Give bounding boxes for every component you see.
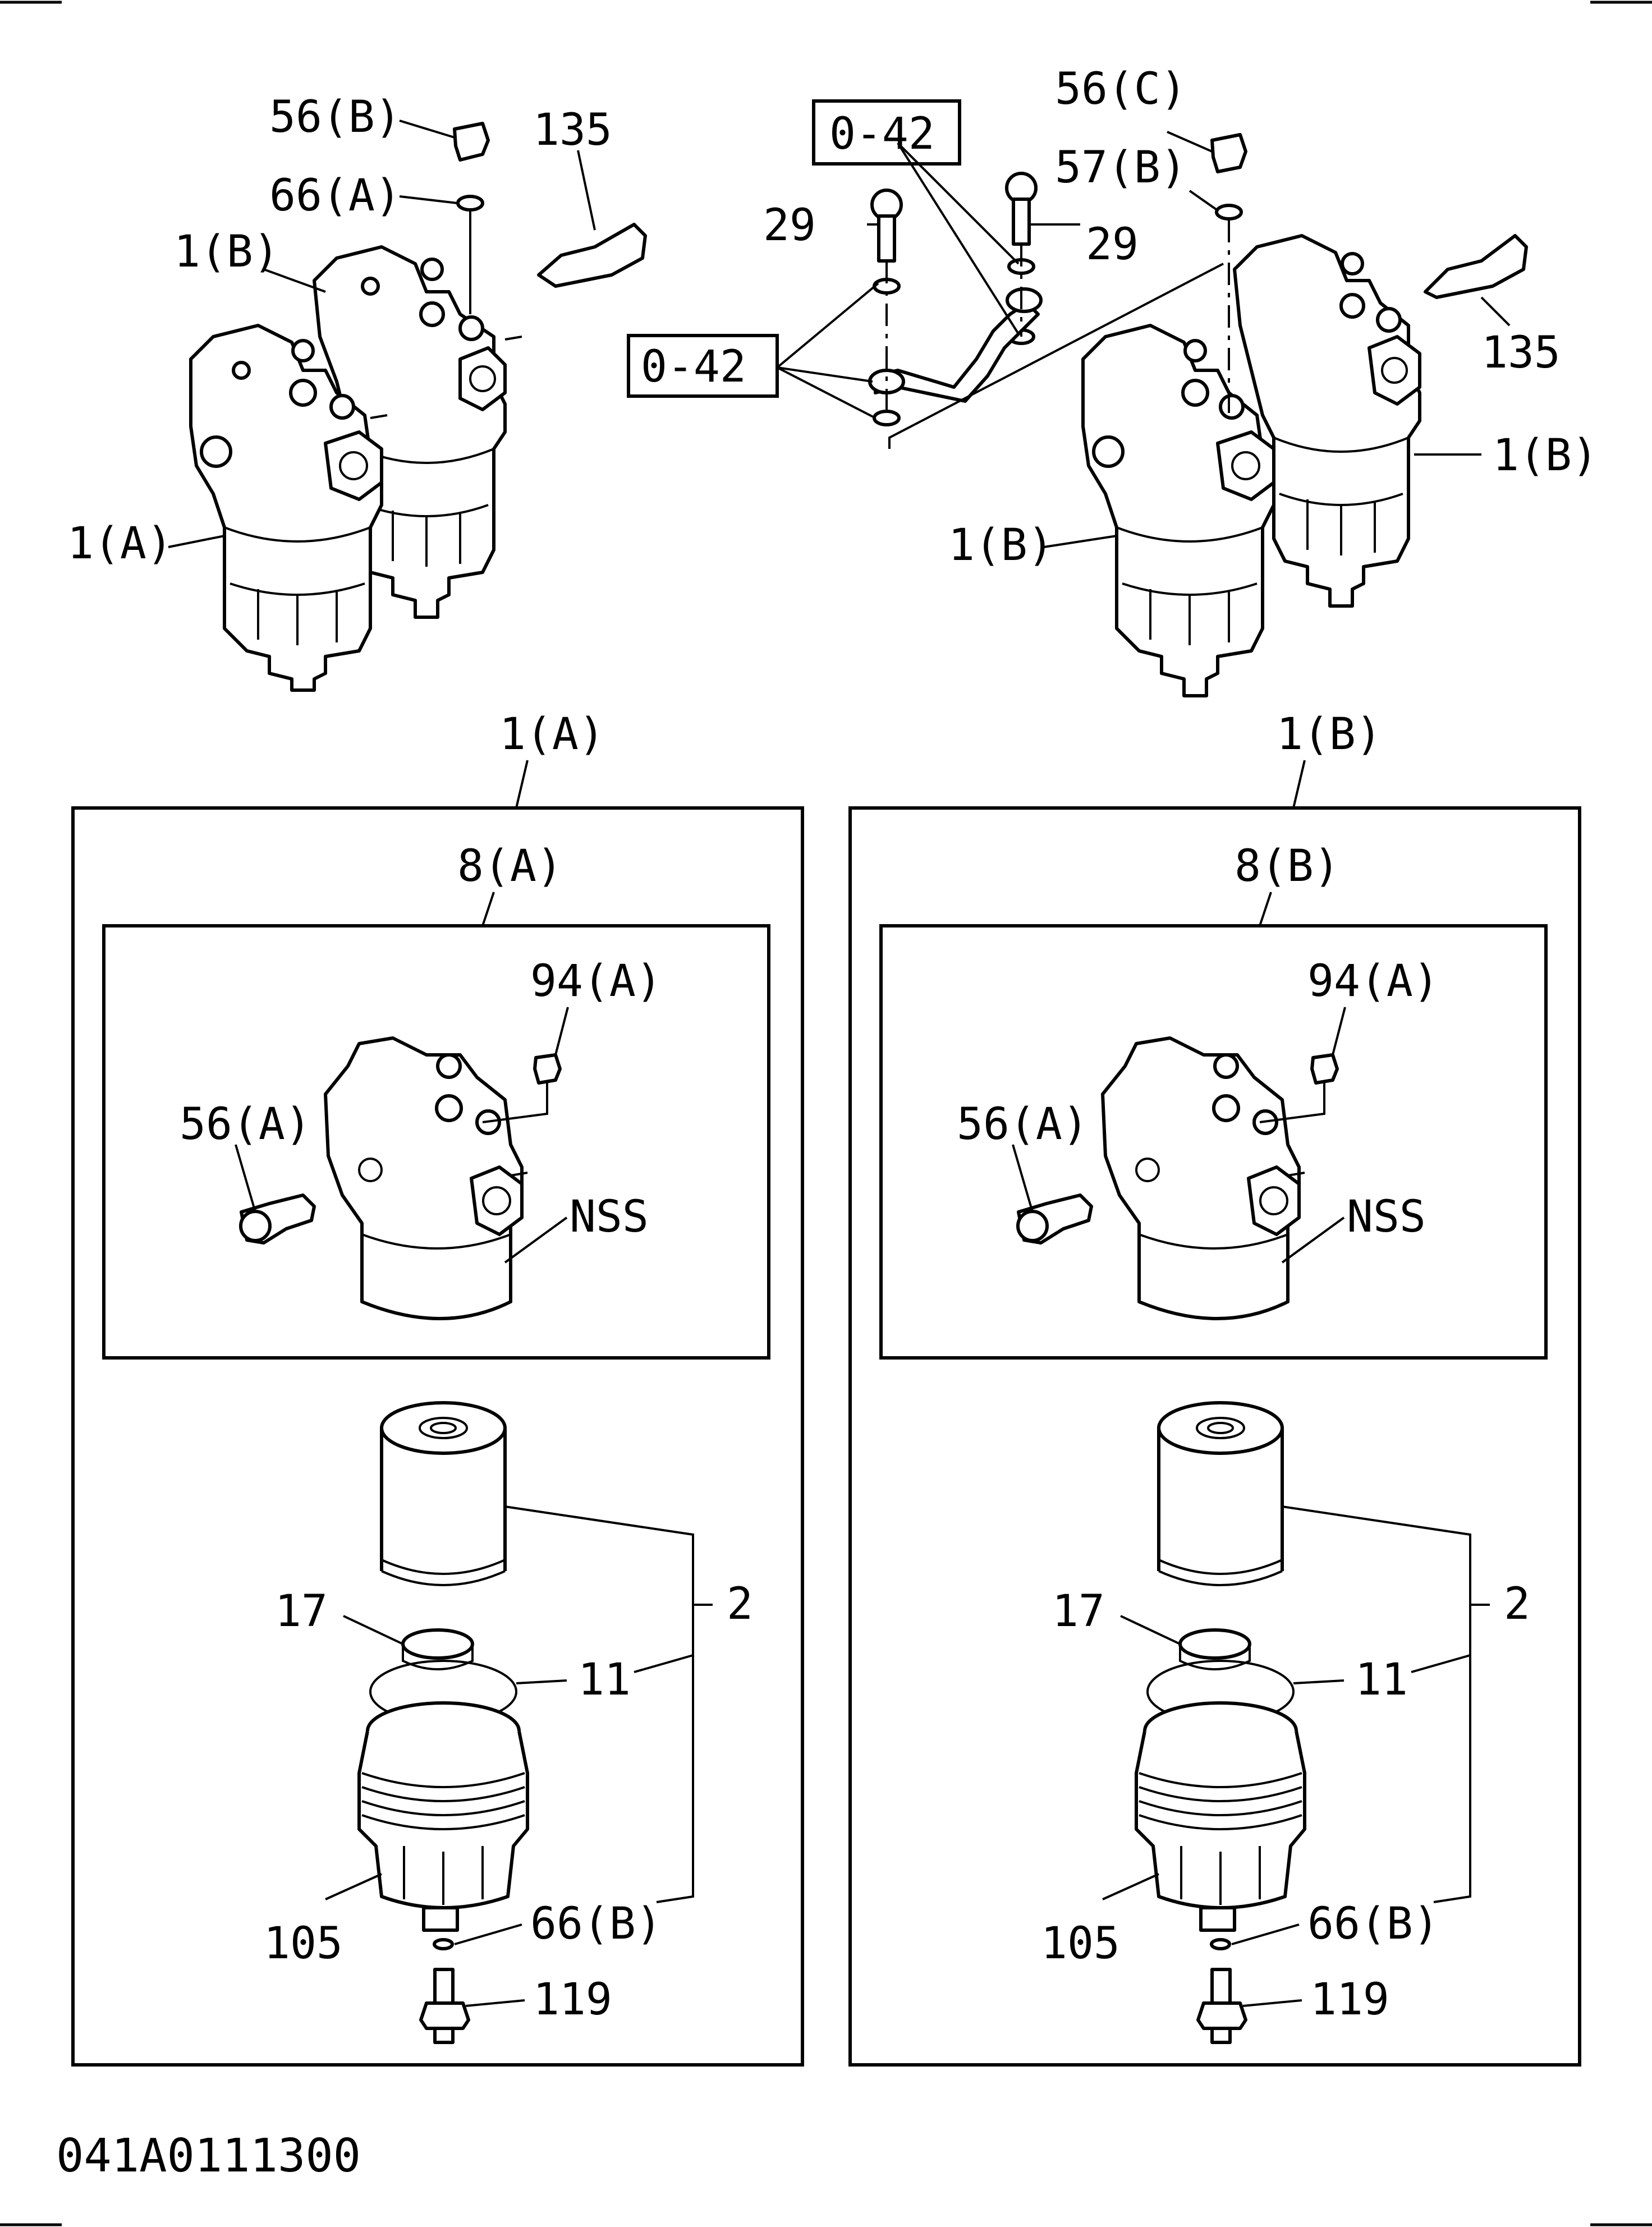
filter-bowl-105-a-part	[357, 1701, 529, 1932]
callout-94a-b: 94(A)	[1307, 956, 1439, 1007]
callout-box-042-left	[627, 334, 779, 398]
callout-56b: 56(B)	[269, 92, 401, 143]
callout-11-b: 11	[1355, 1655, 1408, 1705]
gasket-17-b-part	[1178, 1628, 1251, 1660]
panel-1a-title: 1(A)	[499, 709, 605, 760]
panel-1a: 1(A) 8(A) 94(A) 56(A) NSS	[71, 709, 804, 2067]
callout-57b: 57(B)	[1055, 143, 1187, 193]
drawing-code: 041A0111300	[56, 2129, 361, 2183]
callout-2-b: 2	[1504, 1579, 1530, 1629]
callout-119-b: 119	[1310, 1975, 1389, 2025]
callout-135-left: 135	[533, 105, 612, 155]
fuel-pipe-part	[874, 301, 1040, 403]
filter-unit-1b-right-front	[1081, 324, 1275, 697]
oring-66b-b-part	[1210, 1938, 1231, 1950]
callout-56a-a: 56(A)	[180, 1099, 311, 1150]
callout-66b-a: 66(B)	[530, 1899, 662, 1949]
callout-56a-b: 56(A)	[957, 1099, 1089, 1150]
top-right-filter-assembly: 56(C) 57(B) 0-42 29 29 0-42 135 1(B) 1(B…	[627, 64, 1598, 697]
callout-105-b: 105	[1041, 1918, 1120, 1969]
oring-66b-a-part	[433, 1938, 454, 1950]
callout-119-a: 119	[533, 1975, 612, 2025]
callout-1b-top-left: 1(B)	[174, 227, 279, 277]
callout-nss-a: NSS	[570, 1192, 649, 1242]
seal-57b-part	[1215, 204, 1243, 221]
callout-105-a: 105	[264, 1918, 343, 1969]
filter-bowl-105-b-part	[1135, 1701, 1306, 1932]
callout-66b-b: 66(B)	[1307, 1899, 1439, 1949]
filter-cartridge-2-a-part	[380, 1401, 507, 1586]
callout-box-042-top	[812, 99, 961, 166]
callout-1a-top-left: 1(A)	[67, 518, 173, 569]
sensor-135-part	[537, 223, 647, 288]
banjo-bolt-29-right-part	[1005, 172, 1038, 246]
panel-8a-title: 8(A)	[457, 841, 563, 892]
callout-29-right: 29	[1086, 219, 1139, 270]
callout-56c: 56(C)	[1055, 64, 1187, 114]
seal-66a-part	[456, 195, 484, 212]
drain-plug-119-a-part	[419, 1968, 470, 2044]
filter-unit-1b-right-rear	[1233, 234, 1421, 608]
top-left-filter-assembly: 56(B) 66(A) 135 1(B) 1(A)	[67, 92, 647, 692]
callout-17-b: 17	[1052, 1586, 1105, 1637]
callout-2-a: 2	[727, 1579, 753, 1629]
callout-17-a: 17	[275, 1586, 328, 1637]
panel-1b-title: 1(B)	[1277, 709, 1382, 760]
callout-042-top: 0-42	[829, 109, 935, 159]
filter-head-8b-part	[1101, 1036, 1305, 1320]
filter-unit-1a-front	[189, 324, 388, 692]
plug-94a-a-part	[533, 1053, 562, 1085]
callout-11-a: 11	[578, 1655, 631, 1705]
callout-042-left: 0-42	[641, 342, 746, 392]
filter-cartridge-2-b-part	[1157, 1401, 1284, 1586]
callout-66a: 66(A)	[269, 171, 401, 221]
callout-1b-right: 1(B)	[1493, 430, 1598, 481]
gasket-17-a-part	[401, 1628, 474, 1660]
plug-56c-part	[1210, 133, 1247, 173]
sensor-135-right-part	[1424, 234, 1528, 299]
callout-nss-b: NSS	[1347, 1192, 1426, 1242]
callout-135-right: 135	[1481, 328, 1561, 378]
plug-94a-b-part	[1310, 1053, 1339, 1085]
panel-8b-title: 8(B)	[1235, 841, 1340, 892]
panel-1b: 1(B) 8(B) 94(A) 56(A) NSS	[848, 709, 1581, 2067]
callout-1b-left: 1(B)	[948, 520, 1054, 571]
drain-plug-119-b-part	[1196, 1968, 1247, 2044]
callout-29-left: 29	[763, 200, 816, 251]
filter-head-8a-part	[324, 1036, 528, 1320]
plug-56b-part	[453, 122, 490, 162]
callout-94a-a: 94(A)	[530, 956, 662, 1007]
